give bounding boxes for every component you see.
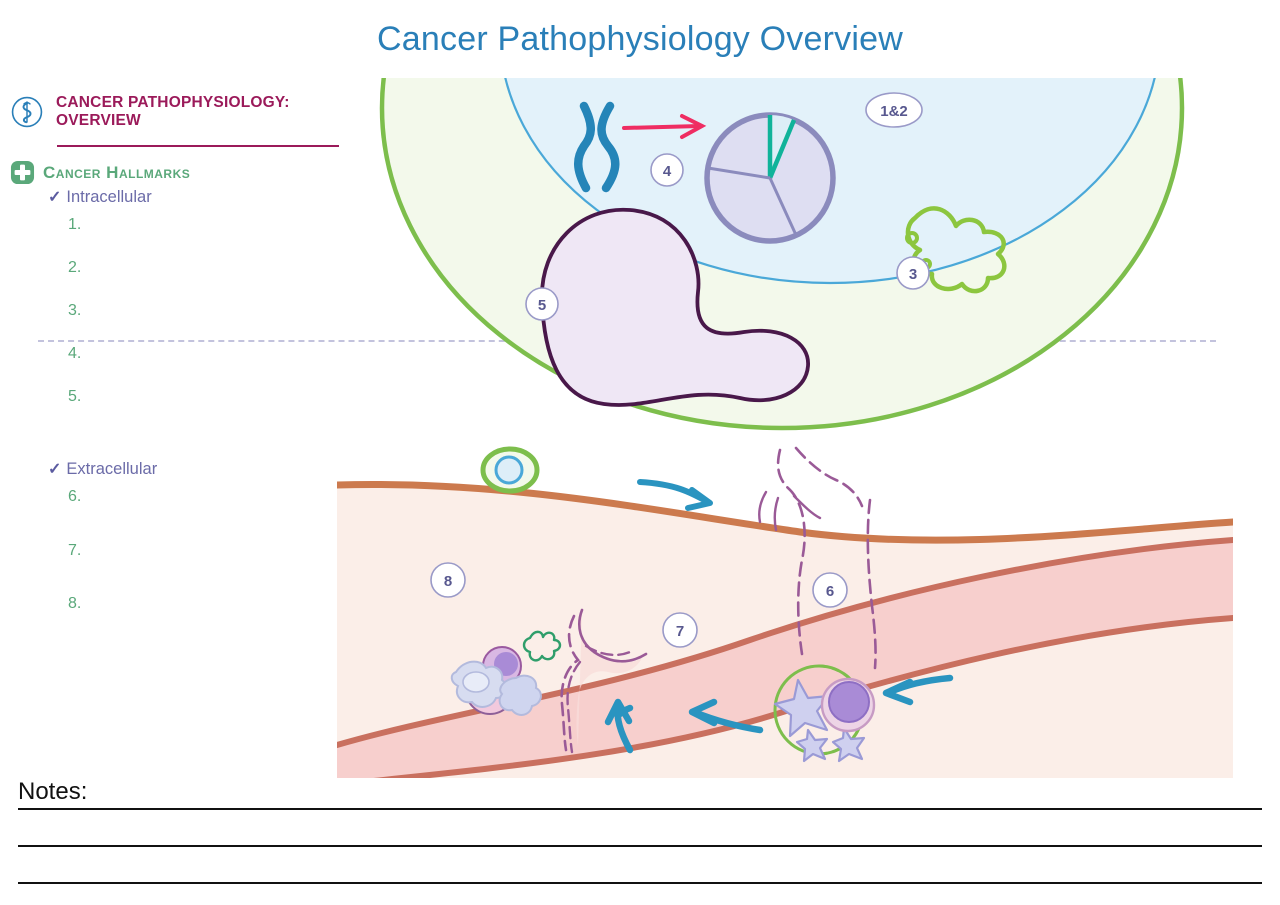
callout-badge-4[interactable]: 4 (650, 153, 684, 187)
list-item[interactable]: 6. (68, 488, 81, 506)
vessel-wall-lower (373, 615, 1233, 778)
mitochondrion (540, 207, 810, 407)
callout-badge-8[interactable]: 8 (430, 562, 466, 598)
tumor-star-small (795, 728, 829, 763)
callout-badge-label: 7 (676, 623, 684, 640)
intravasation-arrow-right (882, 674, 954, 706)
list-item-number: 6. (68, 488, 82, 505)
list-item[interactable]: 1. (68, 216, 81, 234)
notes-gap (18, 847, 1262, 882)
cancer-cell-diagram: 4 1&2 3 5 (379, 78, 1185, 431)
mutation-arrow (622, 114, 707, 139)
tumor-star-large (773, 678, 831, 738)
invasion-arrow (637, 479, 713, 511)
callout-badge-label: 8 (444, 573, 452, 590)
list-item-number: 1. (68, 216, 82, 233)
recruitment-arrow (604, 698, 634, 754)
notes-label: Notes: (18, 778, 88, 805)
tumor-star-right (831, 726, 866, 763)
hallmarks-heading: Cancer Hallmarks (43, 162, 191, 182)
brand-title-line1: CANCER PATHOPHYSIOLOGY: (56, 94, 290, 111)
page-title: Cancer Pathophysiology Overview (377, 20, 903, 58)
intravasation-arrow-left (688, 698, 764, 734)
notes-line[interactable] (18, 845, 1262, 847)
circulating-tumor-cell-highlight[interactable] (773, 664, 876, 763)
brand-header: CANCER PATHOPHYSIOLOGY: OVERVIEW (10, 94, 390, 130)
callout-badge-label: 5 (538, 297, 546, 314)
callout-badge-5[interactable]: 5 (525, 287, 559, 321)
list-item[interactable]: 7. (68, 542, 81, 560)
brand-underline (57, 145, 339, 147)
list-item-number: 4. (68, 345, 82, 362)
list-item[interactable]: 4. (68, 345, 81, 363)
brand-title-line2: OVERVIEW (56, 111, 141, 129)
circulation-arrow-far-left (616, 704, 634, 718)
list-item-number: 7. (68, 542, 82, 559)
callout-badge-label: 6 (826, 583, 834, 600)
notes-line[interactable] (18, 808, 1262, 810)
tumor-microenvironment-diagram: 8 7 6 (337, 446, 1233, 778)
list-item-number: 8. (68, 595, 82, 612)
sidebar-group-label: Intracellular (66, 187, 152, 206)
list-item[interactable]: 3. (68, 302, 81, 320)
green-cross-icon (10, 160, 35, 185)
sidebar-group-label: Extracellular (66, 459, 158, 478)
chromosome (574, 101, 620, 193)
cytokine-glyph (522, 630, 562, 662)
callout-badge-3[interactable]: 3 (896, 256, 930, 290)
caduceus-circle-icon (11, 96, 43, 128)
blood-vessel (337, 540, 1233, 778)
callout-badge-6[interactable]: 6 (812, 572, 848, 608)
transformed-cell-highlight[interactable] (480, 446, 540, 494)
sidebar: CANCER PATHOPHYSIOLOGY: OVERVIEW Cancer … (0, 92, 400, 792)
callout-badge-1and2[interactable]: 1&2 (865, 92, 923, 128)
callout-badge-label: 3 (909, 266, 917, 283)
callout-badge-label: 1&2 (880, 103, 908, 120)
notes-section: Notes: (18, 780, 1262, 884)
list-item-number: 5. (68, 388, 82, 405)
notes-gap (18, 810, 1262, 845)
angiogenic-sprout (560, 608, 648, 754)
list-item-number: 2. (68, 259, 82, 276)
hallmarks-header: Cancer Hallmarks (10, 160, 190, 185)
invading-cell-tendrils (758, 490, 822, 532)
basement-membrane (337, 481, 1233, 544)
sidebar-group-extracellular: ✓ Extracellular (48, 459, 157, 479)
brand-title: CANCER PATHOPHYSIOLOGY: OVERVIEW (56, 94, 290, 130)
list-item[interactable]: 8. (68, 595, 81, 613)
notes-line[interactable] (18, 882, 1262, 884)
list-item[interactable]: 5. (68, 388, 81, 406)
list-item[interactable]: 2. (68, 259, 81, 277)
callout-badge-label: 4 (663, 163, 672, 180)
vessel-wall-upper (337, 537, 1233, 748)
signaling-blob-dot (905, 231, 919, 245)
check-icon: ✓ (48, 189, 62, 206)
immune-cell-cluster (450, 646, 542, 716)
sidebar-group-intracellular: ✓ Intracellular (48, 187, 152, 207)
invading-cell-sprout (776, 446, 877, 670)
list-item-number: 3. (68, 302, 82, 319)
check-icon: ✓ (48, 461, 62, 478)
cell-cycle-pie (704, 112, 836, 244)
callout-badge-7[interactable]: 7 (662, 612, 698, 648)
